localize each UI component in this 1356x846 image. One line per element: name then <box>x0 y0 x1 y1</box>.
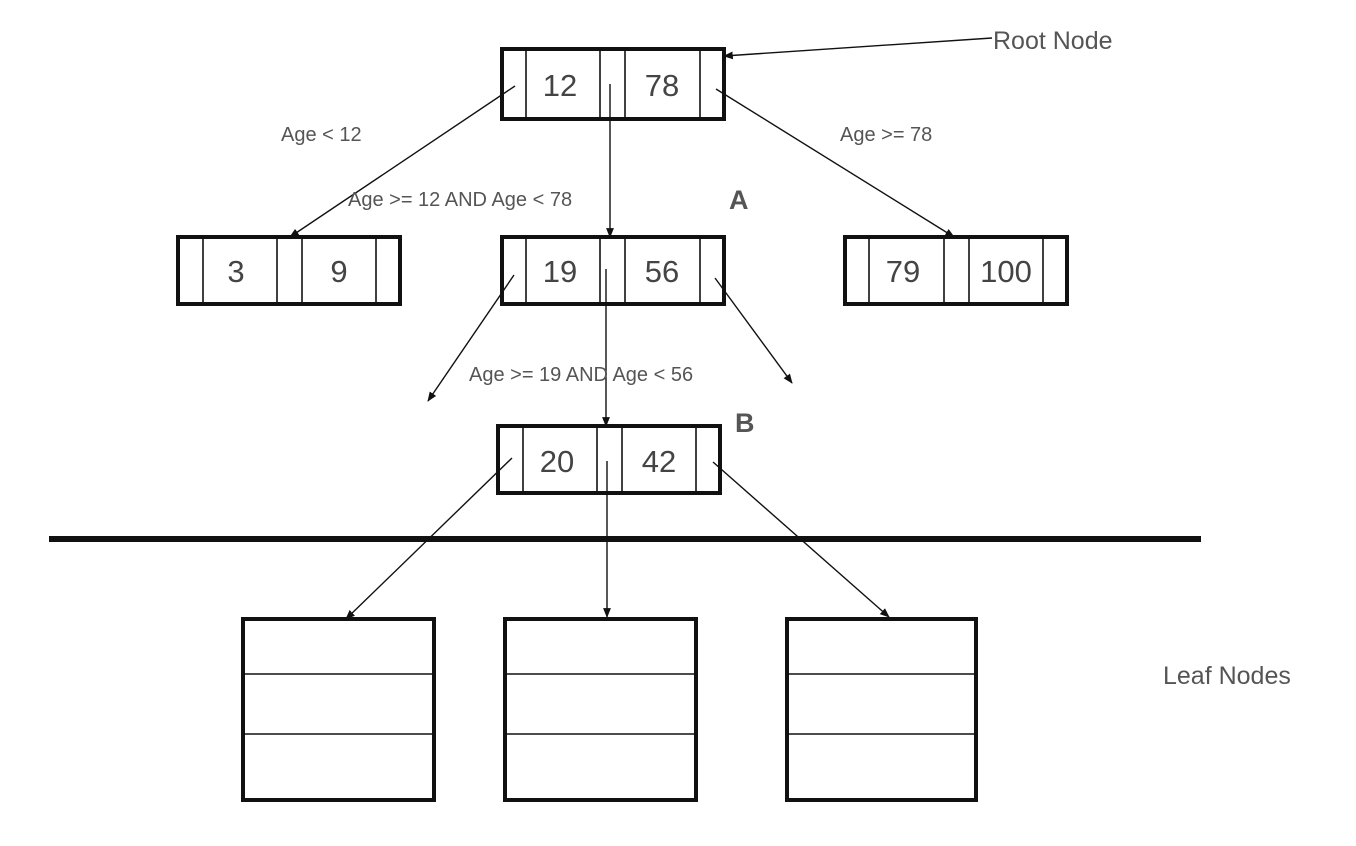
leaf-node-box <box>785 617 978 802</box>
root-key-1: 12 <box>543 68 577 103</box>
root-pointer-arrow <box>723 37 993 60</box>
condition-label: Age >= 12 AND Age < 78 <box>348 189 572 211</box>
root-node: 12 78 <box>500 47 726 121</box>
left-key-1: 3 <box>227 254 244 289</box>
lower-node: 20 42 <box>496 424 722 495</box>
right-child-node: 79 100 <box>843 235 1069 306</box>
left-child-node: 3 9 <box>176 235 402 306</box>
marker-a-label: A <box>729 185 749 215</box>
root-node-box <box>500 47 726 121</box>
edge-root-left <box>289 85 516 238</box>
edge-middle-left <box>427 274 515 402</box>
right-key-2: 100 <box>980 254 1032 289</box>
condition-label: Age >= 78 <box>840 124 932 146</box>
leaf-node <box>241 617 436 802</box>
right-node-box <box>843 235 1069 306</box>
lower-key-1: 20 <box>540 444 574 479</box>
condition-label: Age >= 19 AND Age < 56 <box>469 364 693 386</box>
condition-label: Age < 12 <box>281 124 362 146</box>
leaf-node <box>785 617 978 802</box>
root-node-label: Root Node <box>993 27 1113 55</box>
marker-b-label: B <box>735 408 755 438</box>
middle-node-box <box>500 235 726 306</box>
middle-key-2: 56 <box>645 254 679 289</box>
right-key-1: 79 <box>886 254 920 289</box>
edge-middle-right <box>714 277 793 384</box>
leaf-node-box <box>241 617 436 802</box>
lower-node-box <box>496 424 722 495</box>
middle-child-node: 19 56 <box>500 235 726 306</box>
left-node-box <box>176 235 402 306</box>
middle-key-1: 19 <box>543 254 577 289</box>
leaf-nodes-label: Leaf Nodes <box>1163 662 1291 690</box>
left-key-2: 9 <box>330 254 347 289</box>
edge-root-right <box>715 88 955 238</box>
root-key-2: 78 <box>645 68 679 103</box>
leaf-node <box>503 617 698 802</box>
leaf-node-box <box>503 617 698 802</box>
lower-key-2: 42 <box>642 444 676 479</box>
